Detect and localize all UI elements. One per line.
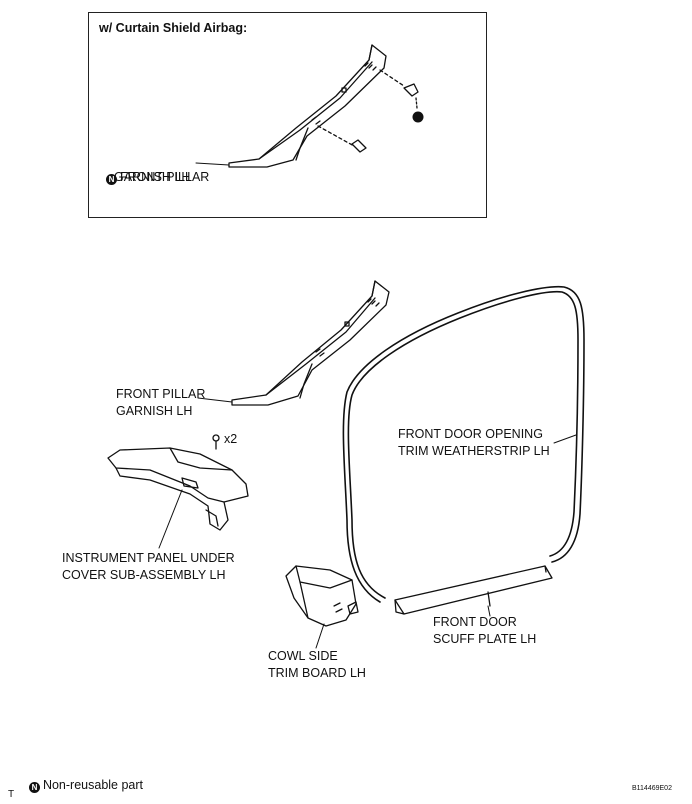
door-scuff-plate — [394, 565, 553, 615]
weatherstrip-label-line2: TRIM WEATHERSTRIP LH — [398, 444, 550, 458]
scuff-plate-label-line1: FRONT DOOR — [433, 615, 517, 629]
pillar-label-line2: GARNISH LH — [116, 404, 193, 418]
clip-screw — [212, 434, 220, 450]
footer-left-mark: T — [8, 789, 15, 800]
cowl-label-line2: TRIM BOARD LH — [268, 666, 366, 680]
door-opening-weatherstrip — [342, 285, 585, 603]
filled-circle-icon: N — [28, 782, 40, 793]
scuff-plate-label-line2: SCUFF PLATE LH — [433, 632, 537, 646]
inset-title: w/ Curtain Shield Airbag: — [99, 21, 248, 35]
non-reusable-icon: N — [105, 174, 117, 185]
main-pillar-garnish — [231, 280, 390, 406]
pillar-label-line1: FRONT PILLAR — [116, 387, 206, 401]
cowl-label-line1: COWL SIDE — [268, 649, 338, 663]
inset-non-reusable-icon — [412, 111, 424, 123]
inset-frame — [88, 12, 487, 218]
cowl-side-trim-board — [285, 565, 359, 627]
under-cover-label-line1: INSTRUMENT PANEL UNDER — [62, 551, 235, 565]
leader-lines — [158, 162, 577, 649]
weatherstrip-label-line1: FRONT DOOR OPENING — [398, 427, 543, 441]
instrument-panel-under-cover — [107, 447, 249, 531]
figure-id: B114469E02 — [632, 785, 672, 792]
inset-pillar-garnish — [228, 44, 419, 168]
clip-count-label: x2 — [224, 432, 238, 446]
under-cover-label-line2: COVER SUB-ASSEMBLY LH — [62, 568, 226, 582]
inset-pillar-label-line2: GARNISH LH — [114, 170, 191, 184]
